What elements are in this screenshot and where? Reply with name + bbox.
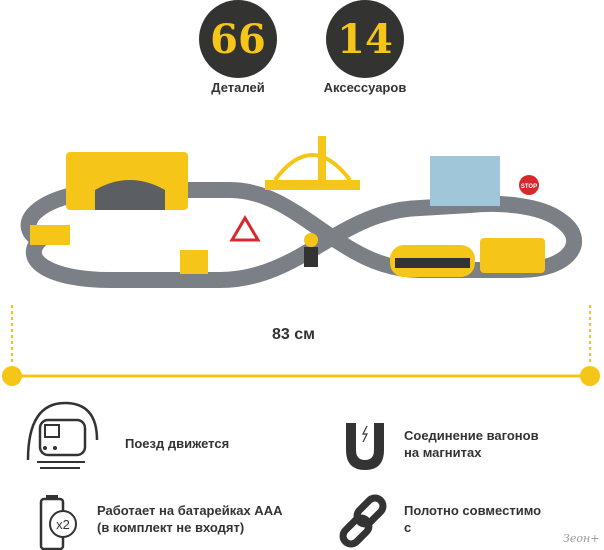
- feature-batteries-line1: Работает на батарейках ААА: [97, 503, 283, 518]
- battery-icon: x2: [39, 495, 77, 550]
- length-label: 83 см: [272, 326, 315, 343]
- watermark: Зеон+: [563, 532, 600, 545]
- parts-count-label: Деталей: [211, 80, 265, 95]
- feature-compatible: Полотно совместимо с: [404, 502, 541, 536]
- feature-compatible-line1: Полотно совместимо: [404, 503, 542, 518]
- feature-moving-train: Поезд движется: [125, 436, 230, 451]
- magnet-icon: [346, 423, 384, 470]
- feature-magnets-line1: Соединение вагонов: [404, 428, 539, 443]
- feature-magnets-line2: на магнитах: [404, 445, 482, 460]
- battery-count: x2: [56, 517, 70, 532]
- stop-sign-text: STOP: [521, 184, 537, 190]
- parts-count-badge: 66: [199, 0, 277, 78]
- feature-batteries-line2: (в комплект не входят): [97, 520, 245, 535]
- feature-magnets: Соединение вагонов на магнитах: [404, 427, 539, 461]
- chain-link-icon: [339, 494, 387, 548]
- train-tunnel-icon: [26, 401, 99, 469]
- feature-batteries: Работает на батарейках ААА (в комплект не…: [97, 502, 282, 536]
- train-set-image: STOP: [20, 136, 583, 288]
- accessories-count-badge: 14: [326, 0, 404, 78]
- feature-compatible-line2: с: [404, 520, 412, 535]
- dimension-line: [2, 305, 600, 386]
- accessories-count-label: Аксессуаров: [323, 80, 407, 95]
